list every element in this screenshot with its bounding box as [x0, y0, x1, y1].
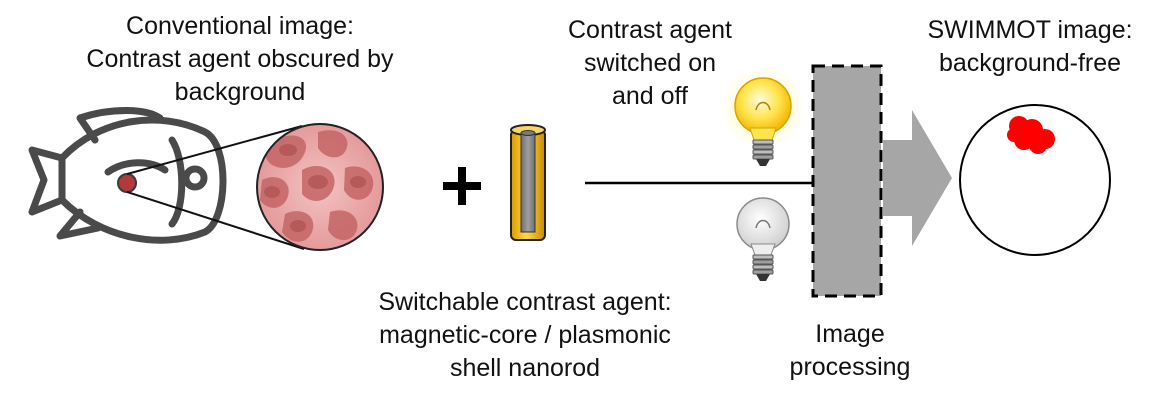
zoom-line-bottom	[126, 191, 305, 250]
conventional-image-caption: Conventional image: Contrast agent obscu…	[20, 10, 460, 109]
conventional-caption-line-3: background	[174, 78, 306, 106]
swimmot-image-caption: SWIMMOT image: background-free	[905, 14, 1155, 80]
processing-caption-line-2: processing	[789, 353, 911, 381]
swimmot-caption-line-1: SWIMMOT image:	[927, 16, 1133, 44]
zoom-line-top	[126, 125, 303, 175]
output-arrow	[883, 110, 952, 246]
light-bulb-off-icon	[736, 197, 790, 281]
switchable-caption-line-3: shell nanorod	[449, 354, 601, 382]
contrast-agent-dot	[117, 173, 137, 193]
swimmot-caption-line-2: background-free	[938, 49, 1122, 77]
switchable-caption-line-2: magnetic-core / plasmonic	[379, 321, 671, 349]
signal-spot	[1007, 116, 1055, 154]
conventional-caption-line-1: Conventional image:	[126, 12, 354, 40]
agent-switching-line-3: and off	[611, 82, 688, 110]
image-processing-box	[811, 64, 883, 298]
agent-switching-line-2: switched on	[583, 49, 717, 77]
agent-switching-caption: Contrast agent switched on and off	[530, 14, 770, 113]
tissue-magnified-view	[256, 123, 384, 251]
light-bulb-on-icon	[721, 66, 805, 166]
plus-icon	[443, 167, 481, 205]
image-processing-caption: Image processing	[760, 318, 940, 384]
processing-caption-line-1: Image	[815, 320, 885, 348]
conventional-caption-line-2: Contrast agent obscured by	[86, 45, 394, 73]
switchable-caption-line-1: Switchable contrast agent:	[378, 288, 672, 316]
swimmot-output-image	[959, 104, 1111, 256]
nanorod-icon	[510, 124, 546, 241]
agent-switching-line-1: Contrast agent	[568, 16, 732, 44]
switchable-agent-caption: Switchable contrast agent: magnetic-core…	[335, 286, 715, 385]
fish-icon	[28, 107, 227, 244]
